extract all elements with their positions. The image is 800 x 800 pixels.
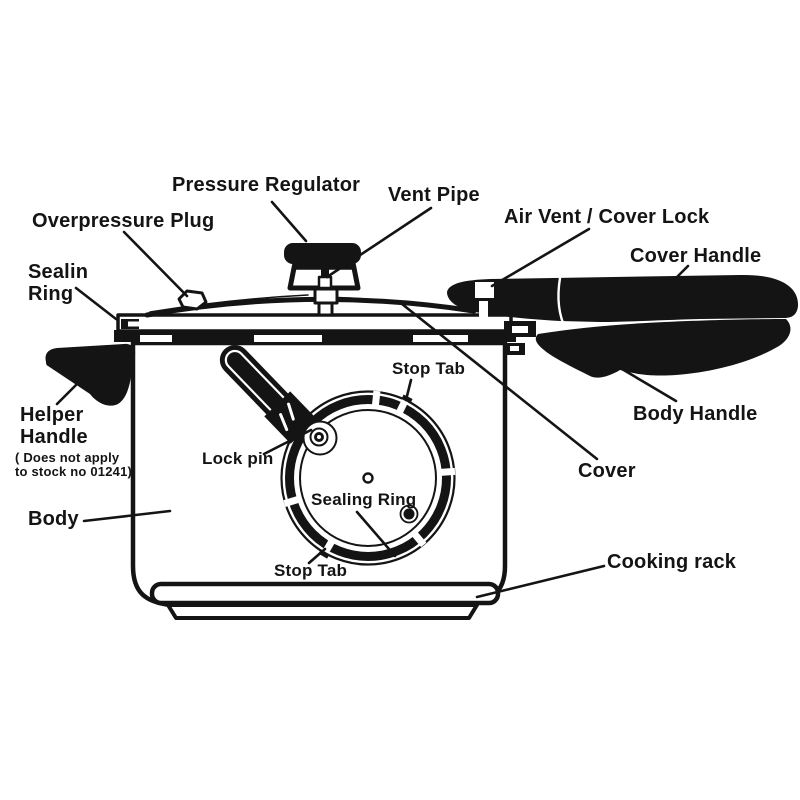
- flange-notch-right: [413, 335, 468, 342]
- lid-rim: [116, 313, 513, 333]
- label-helper-handle-note-line2: to stock no 01241): [15, 463, 133, 479]
- leader-helper-handle: [55, 380, 81, 406]
- label-sealing-ring: Sealing Ring: [311, 490, 417, 509]
- lock-pin-handle-graphic: [219, 345, 317, 444]
- vent-pipe-stem: [317, 301, 334, 317]
- label-body-handle: Body Handle: [633, 403, 758, 425]
- ring-gaps: [283, 390, 456, 556]
- flange-notch-left: [140, 335, 172, 342]
- leader-pressure-regulator: [270, 200, 308, 243]
- label-sealing-ring-side-line1: Sealin: [28, 261, 89, 283]
- label-helper-handle-line2: Handle: [20, 426, 88, 448]
- helper-handle-graphic: [45, 343, 136, 406]
- label-cover: Cover: [578, 460, 636, 482]
- flange-notch-middle: [254, 335, 322, 342]
- cooking-rack-graphic: [149, 581, 501, 606]
- leader-sealing-ring-side: [74, 286, 118, 321]
- label-air-vent-cover-lock: Air Vent / Cover Lock: [504, 206, 710, 228]
- label-overpressure-plug: Overpressure Plug: [32, 210, 215, 232]
- label-sealing-ring-side: Sealin Ring: [28, 261, 88, 305]
- cover-rivet: [399, 504, 419, 524]
- leader-cooking-rack: [475, 564, 606, 599]
- lid-dome-inner-left: [149, 294, 309, 313]
- air-vent-cover-lock-graphic: [475, 282, 494, 298]
- pressure-regulator-graphic: [284, 243, 361, 317]
- label-helper-handle: Helper Handle: [20, 404, 88, 448]
- label-cooking-rack: Cooking rack: [607, 551, 737, 573]
- leader-stop-tab-top: [404, 378, 413, 402]
- label-vent-pipe: Vent Pipe: [388, 184, 480, 206]
- label-helper-handle-note-line1: ( Does not apply: [15, 450, 120, 465]
- label-lock-pin: Lock pin: [202, 449, 274, 468]
- sealing-ring-end-mark: [121, 319, 139, 329]
- leader-body-handle: [620, 367, 678, 403]
- regulator-slot: [317, 275, 333, 290]
- handle-bracket: [504, 321, 536, 355]
- cover-handle-seam: [557, 276, 568, 332]
- leader-stop-tab-bottom: [307, 547, 327, 565]
- leader-air-vent-cover-lock: [490, 227, 591, 288]
- leader-overpressure-plug: [122, 230, 189, 298]
- leader-vent-pipe: [325, 206, 433, 279]
- label-helper-handle-note: ( Does not apply to stock no 01241): [15, 451, 132, 478]
- regulator-divider: [321, 263, 329, 277]
- leader-cover: [400, 302, 599, 461]
- leader-sealing-ring: [355, 510, 397, 558]
- label-sealing-ring-side-line2: Ring: [28, 283, 74, 305]
- leader-lock-pin: [262, 428, 313, 456]
- label-stop-tab-bottom: Stop Tab: [274, 561, 348, 580]
- cover-handle-graphic: [447, 274, 799, 322]
- leader-cover-handle: [659, 264, 690, 295]
- regulator-cap: [284, 243, 361, 264]
- leader-body: [82, 509, 172, 523]
- label-stop-tab-top: Stop Tab: [392, 359, 466, 378]
- cover-center-hole: [362, 472, 374, 484]
- label-cover-handle: Cover Handle: [630, 245, 762, 267]
- air-vent-slot: [479, 301, 488, 317]
- label-pressure-regulator: Pressure Regulator: [172, 174, 361, 196]
- lock-pin-graphic: [302, 420, 338, 456]
- pot-base: [166, 603, 479, 620]
- label-helper-handle-line1: Helper: [20, 404, 84, 426]
- body-handle-graphic: [535, 319, 791, 378]
- label-body: Body: [28, 508, 79, 530]
